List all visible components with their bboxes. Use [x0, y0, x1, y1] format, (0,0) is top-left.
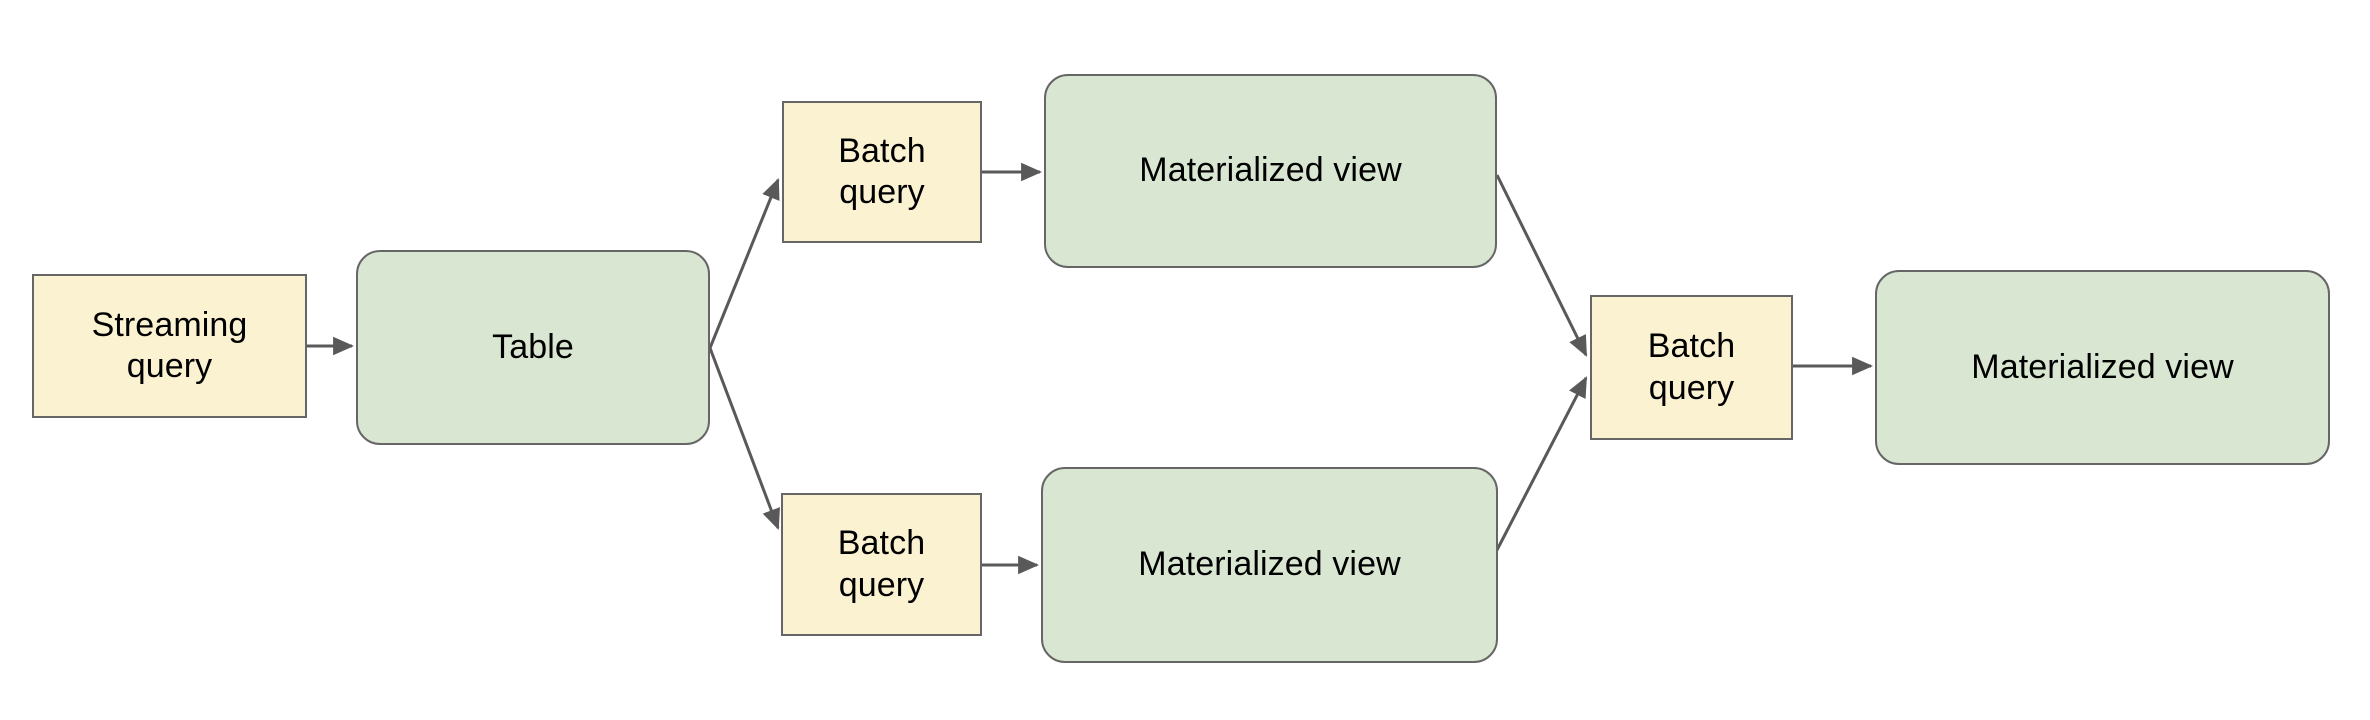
node-batch-query-top-label: Batch query — [838, 131, 926, 211]
node-materialized-view-bottom[interactable]: Materialized view — [1041, 467, 1498, 663]
node-materialized-view-top[interactable]: Materialized view — [1044, 74, 1497, 268]
node-streaming-query[interactable]: Streaming query — [32, 274, 307, 418]
node-streaming-query-label: Streaming query — [91, 305, 248, 385]
node-batch-query-top[interactable]: Batch query — [782, 101, 982, 243]
edge-table-to-batch-query-bottom — [708, 347, 780, 530]
node-batch-query-join-label: Batch query — [1647, 327, 1736, 407]
node-batch-query-bottom[interactable]: Batch query — [781, 493, 982, 636]
node-materialized-view-final[interactable]: Materialized view — [1875, 270, 2330, 465]
node-batch-query-bottom-label: Batch query — [837, 524, 926, 604]
edge-table-to-batch-query-top — [708, 178, 780, 349]
edge-materialized-view-top-to-batch-query-join — [1495, 174, 1588, 357]
node-materialized-view-final-label: Materialized view — [1971, 347, 2234, 386]
edge-materialized-view-bottom-to-batch-query-join — [1495, 376, 1588, 551]
node-table-label: Table — [492, 327, 574, 366]
node-materialized-view-bottom-label: Materialized view — [1138, 545, 1401, 584]
node-table[interactable]: Table — [356, 250, 710, 445]
node-batch-query-join[interactable]: Batch query — [1590, 295, 1793, 440]
node-materialized-view-top-label: Materialized view — [1139, 151, 1402, 190]
